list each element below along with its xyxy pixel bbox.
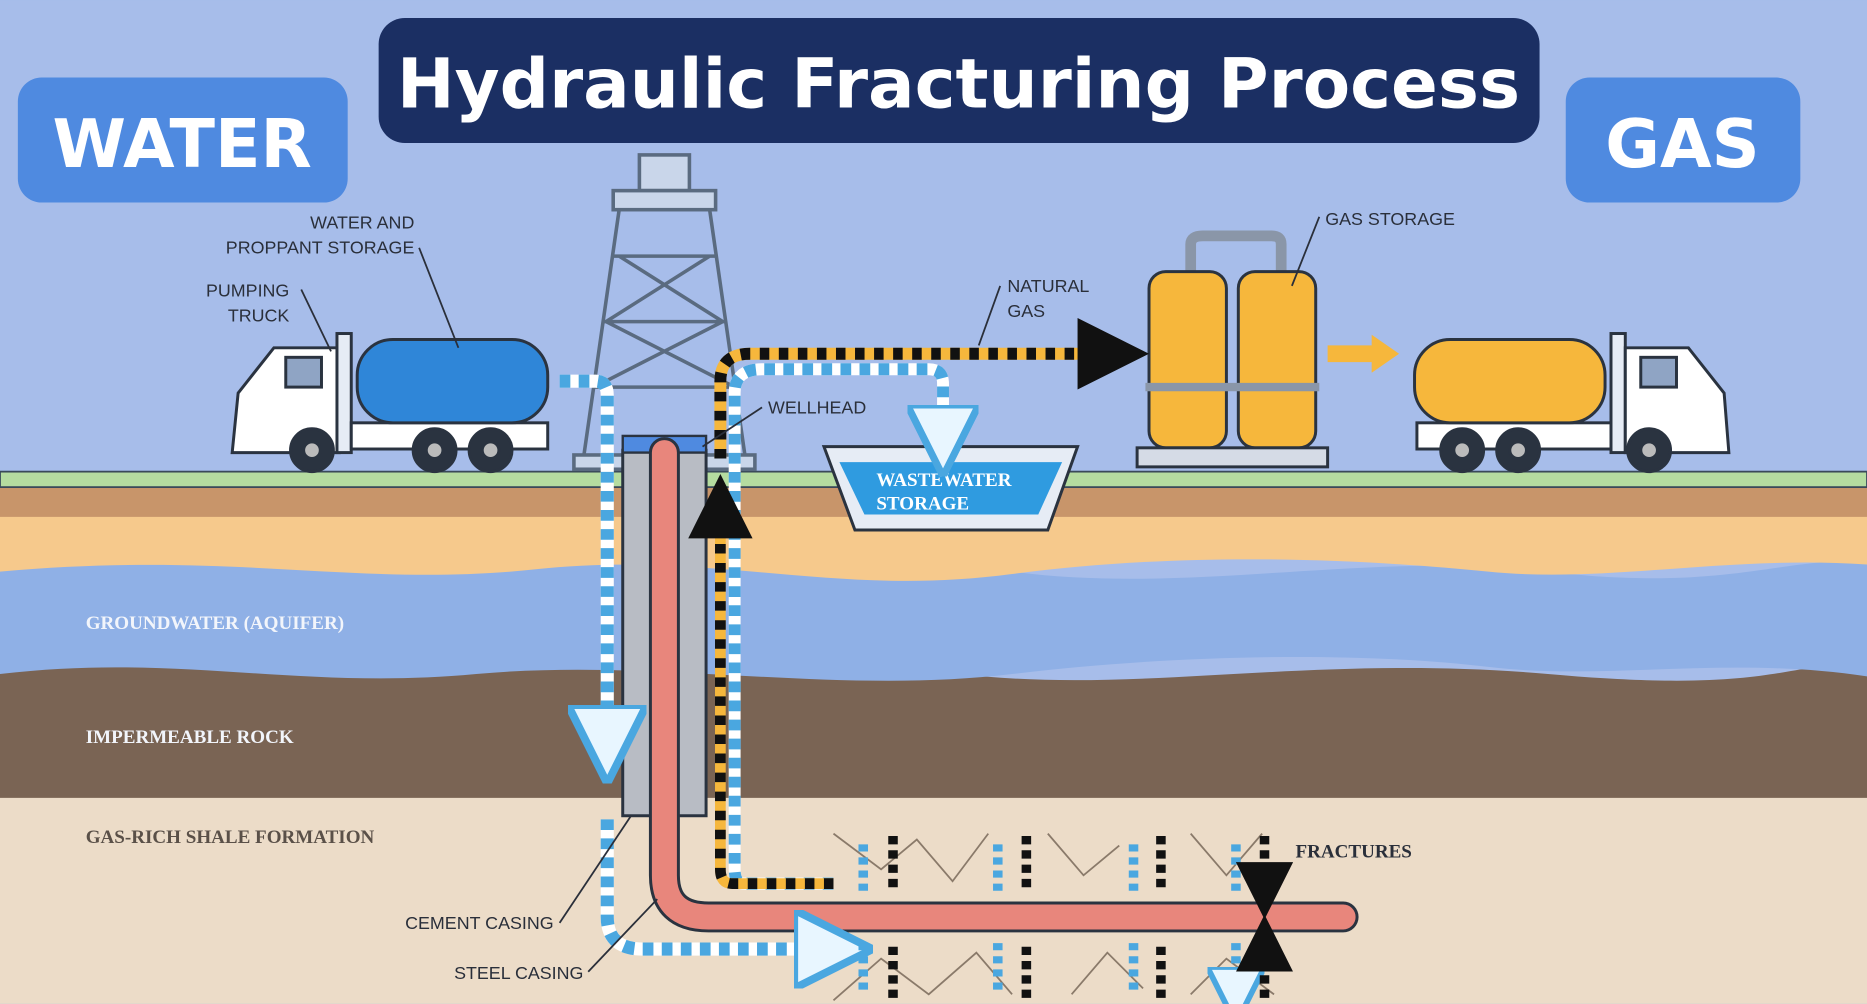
pumping-truck-label-2: TRUCK bbox=[228, 306, 290, 326]
natural-gas-label: NATURAL bbox=[1007, 276, 1089, 296]
water-storage-label-2: PROPPANT STORAGE bbox=[226, 238, 415, 258]
gas-transfer-arrow bbox=[1327, 334, 1400, 373]
water-badge bbox=[17, 77, 348, 203]
pumping-truck-label: PUMPING bbox=[206, 281, 289, 301]
natural-gas-label-2: GAS bbox=[1007, 301, 1045, 321]
sand-layer bbox=[0, 514, 1867, 581]
wastewater-label-2: STORAGE bbox=[876, 494, 969, 515]
water-badge-label: WATER bbox=[53, 105, 312, 183]
wastewater-label: WASTEWATER bbox=[876, 470, 1011, 491]
wellhead-label: WELLHEAD bbox=[768, 397, 866, 417]
aquifer-layer bbox=[0, 552, 1867, 681]
page-title: Hydraulic Fracturing Process bbox=[397, 44, 1520, 124]
gas-storage-tanks bbox=[1135, 230, 1330, 469]
aquifer-label: GROUNDWATER (AQUIFER) bbox=[86, 613, 344, 634]
water-proppant-tank bbox=[355, 337, 550, 425]
shale-layer bbox=[0, 785, 1867, 1004]
cement-casing-label: CEMENT CASING bbox=[405, 913, 554, 933]
title-banner bbox=[378, 17, 1540, 144]
rock-label: IMPERMEABLE ROCK bbox=[86, 727, 294, 748]
natural-gas-flow bbox=[688, 318, 1150, 889]
gas-badge-label: GAS bbox=[1605, 105, 1759, 183]
pumping-truck bbox=[230, 332, 550, 474]
water-storage-label: WATER AND bbox=[310, 213, 414, 233]
fracture-flow-arrows bbox=[858, 835, 1264, 998]
rock-layer bbox=[0, 656, 1867, 798]
gas-badge bbox=[1565, 77, 1801, 203]
gas-truck bbox=[1413, 332, 1731, 474]
steel-casing-label: STEEL CASING bbox=[454, 963, 583, 983]
fractures-label: FRACTURES bbox=[1295, 841, 1411, 862]
gas-tank bbox=[1413, 337, 1607, 425]
shale-label: GAS-RICH SHALE FORMATION bbox=[86, 827, 375, 848]
gas-storage-label: GAS STORAGE bbox=[1325, 209, 1455, 229]
